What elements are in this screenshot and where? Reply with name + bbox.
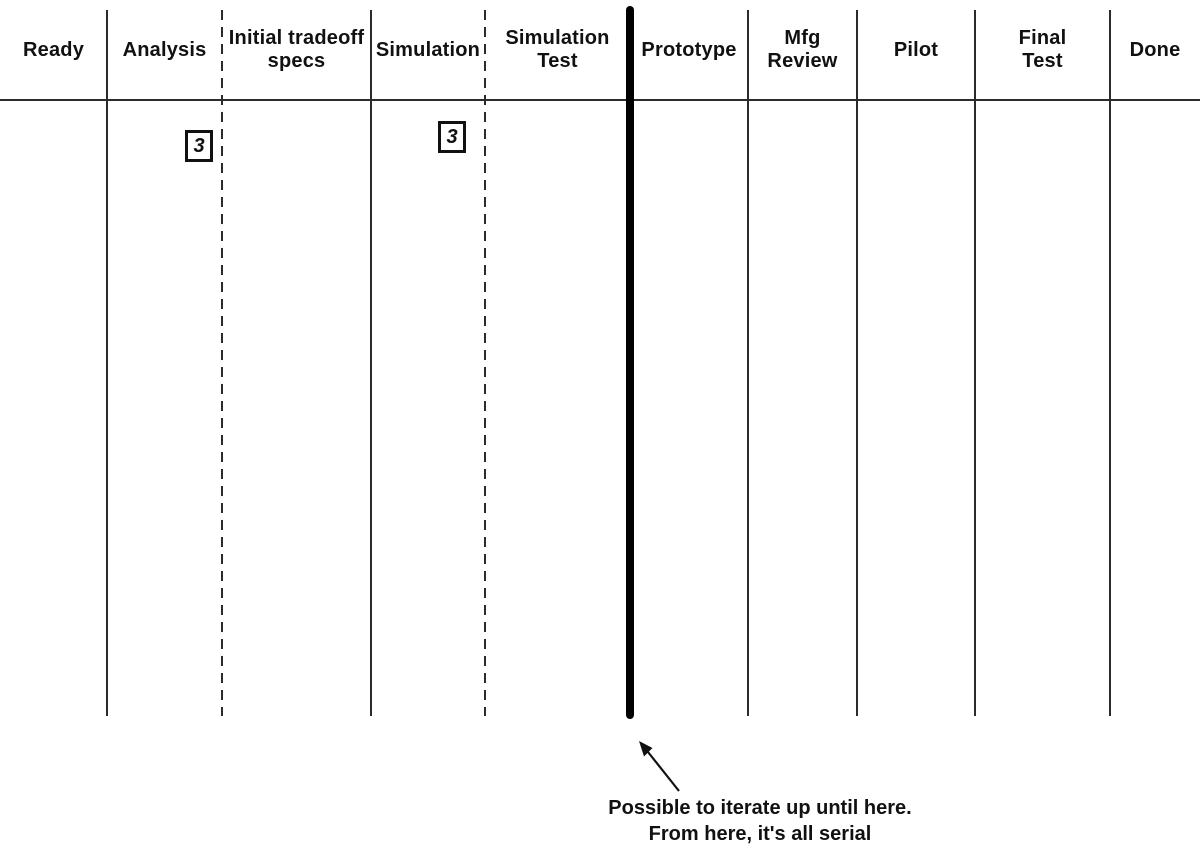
header-divider-line: [0, 99, 1200, 101]
separator-analysis-specs-dashed: [221, 10, 223, 716]
commitment-point-line: [626, 6, 634, 719]
wip-limit-analysis: 3: [185, 130, 213, 162]
separator-pilot-finaltest: [974, 10, 976, 716]
column-header-ready: Ready: [22, 38, 85, 61]
column-header-final-test: Final Test: [1018, 27, 1067, 72]
column-header-mfg-review: Mfg Review: [767, 27, 838, 72]
column-header-initial-tradeoff-specs: Initial tradeoff specs: [228, 27, 365, 72]
column-header-pilot: Pilot: [893, 38, 939, 61]
separator-prototype-mfgreview: [747, 10, 749, 716]
column-header-simulation-test: Simulation Test: [505, 27, 610, 72]
separator-ready-analysis: [106, 10, 108, 716]
column-header-simulation: Simulation: [375, 38, 481, 61]
iteration-annotation: Possible to iterate up until here. From …: [608, 797, 912, 845]
separator-simulation-simtest-dashed: [484, 10, 486, 716]
column-header-prototype: Prototype: [641, 38, 737, 61]
column-header-done: Done: [1129, 38, 1181, 61]
separator-mfgreview-pilot: [856, 10, 858, 716]
wip-limit-simulation: 3: [438, 121, 466, 153]
column-header-analysis: Analysis: [122, 38, 207, 61]
separator-finaltest-done: [1109, 10, 1111, 716]
arrow-up-left-icon: [639, 741, 680, 792]
separator-specs-simulation: [370, 10, 372, 716]
